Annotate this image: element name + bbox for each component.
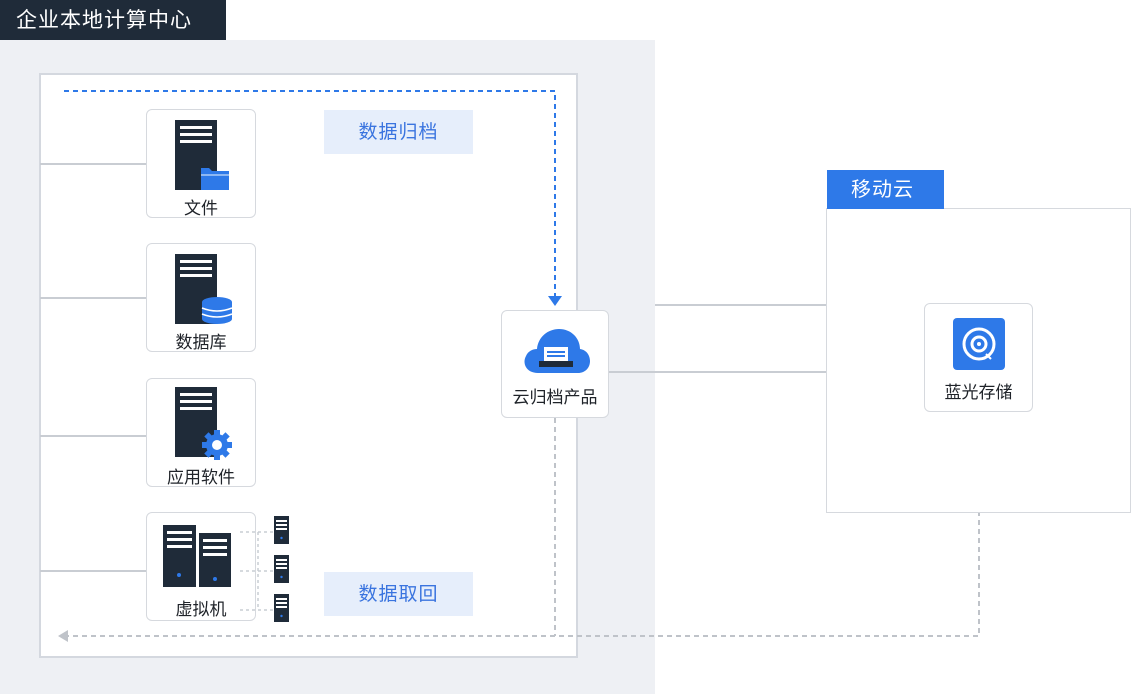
archive-flow-tag: 数据归档 (324, 110, 473, 154)
cloud-title: 移动云 (827, 170, 944, 209)
source-card-database[interactable]: 数据库 (146, 243, 256, 353)
cloud-archive-product-card[interactable]: 云归档产品 (501, 310, 609, 418)
application-server-icon (175, 387, 232, 460)
source-card-application[interactable]: 应用软件 (146, 378, 256, 488)
archive-arrow-head (548, 296, 562, 306)
bluray-storage-label: 蓝光存储 (944, 383, 1013, 403)
source-label-vm: 虚拟机 (175, 600, 227, 620)
source-label-application: 应用软件 (167, 468, 235, 488)
source-card-vm[interactable]: 虚拟机 (146, 512, 256, 621)
bluray-disc-icon (953, 318, 1005, 370)
cloud-archive-product-label: 云归档产品 (512, 388, 598, 408)
onprem-title: 企业本地计算中心 (0, 0, 226, 40)
cloud-region-box (826, 208, 1131, 513)
archive-flow-line (64, 90, 556, 298)
vm-instances-icon (240, 516, 289, 622)
source-card-file[interactable]: 文件 (146, 109, 256, 219)
source-label-file: 文件 (184, 199, 218, 219)
virtual-machine-icon (163, 525, 231, 587)
source-label-database: 数据库 (175, 333, 227, 353)
retrieve-flow-tag: 数据取回 (324, 572, 473, 616)
cloud-archive-icon (524, 329, 590, 373)
bluray-storage-card[interactable]: 蓝光存储 (924, 303, 1033, 412)
retrieve-arrow-head (58, 630, 68, 642)
file-server-icon (175, 120, 229, 190)
database-server-icon (175, 254, 233, 324)
